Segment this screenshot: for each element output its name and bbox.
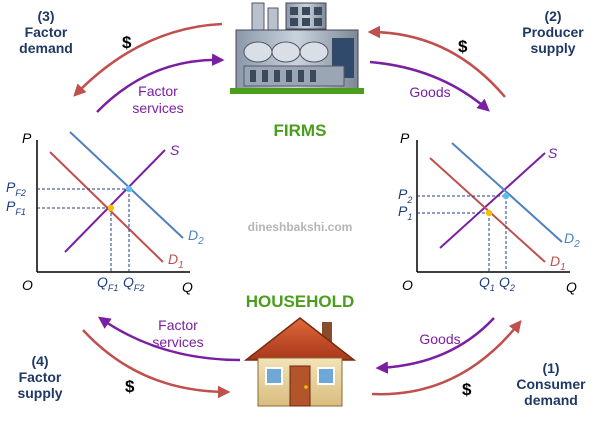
factory-icon xyxy=(230,2,364,94)
left-supply-curve xyxy=(64,149,166,253)
consumer-demand-number: (1) xyxy=(542,360,560,376)
right-origin: O xyxy=(402,277,413,293)
left-d2-label: D2 xyxy=(188,227,204,247)
producer-supply-caption: (2) Producer supply xyxy=(510,8,596,56)
factor-supply-line1: Factor xyxy=(18,369,62,385)
factor-demand-number: (3) xyxy=(37,8,55,24)
money-arrow-bottom-left xyxy=(82,329,231,399)
right-d2-base: D xyxy=(564,230,574,246)
right-d2-sub: 2 xyxy=(573,239,580,250)
right-q2-base: Q xyxy=(499,274,510,290)
left-supply-label: S xyxy=(170,142,180,158)
right-d1-label: D1 xyxy=(550,253,566,273)
watermark: dineshbakshi.com xyxy=(248,220,353,234)
dollar-label-bottom-left: $ xyxy=(125,377,135,396)
left-qf1-base: Q xyxy=(97,274,108,290)
right-p1-base: P xyxy=(398,203,408,219)
consumer-demand-line1: Consumer xyxy=(516,376,586,392)
right-axis-q: Q xyxy=(566,279,577,295)
producer-supply-number: (2) xyxy=(544,8,562,24)
consumer-demand-caption: (1) Consumer demand xyxy=(506,360,596,408)
money-arrow-top-right xyxy=(367,25,506,98)
left-chart: P O Q S D2 D1 PF2 PF1 QF1 QF2 xyxy=(6,130,204,295)
factor-demand-line2: demand xyxy=(19,40,73,56)
right-chart: P O Q S D2 D1 P2 P1 Q1 Q2 xyxy=(398,130,580,295)
right-axis-p: P xyxy=(400,130,410,146)
factor-supply-line2: supply xyxy=(17,385,63,401)
money-arrow-top-left xyxy=(73,22,223,97)
left-axis-q: Q xyxy=(182,279,193,295)
right-p2-base: P xyxy=(398,186,408,202)
right-supply-label: S xyxy=(548,145,558,161)
consumer-demand-line2: demand xyxy=(524,392,578,408)
household-label: HOUSEHOLD xyxy=(246,292,355,311)
dollar-label-top-right: $ xyxy=(458,37,468,56)
left-pf1-sub: F1 xyxy=(15,207,26,217)
left-pf2-label: PF2 xyxy=(6,179,26,198)
goods-arrow-top-right xyxy=(369,60,490,112)
right-p1-sub: 1 xyxy=(407,212,412,222)
right-p2-label: P2 xyxy=(398,186,412,205)
left-demand-curve-2 xyxy=(69,131,184,239)
left-qf2-sub: F2 xyxy=(134,283,145,293)
factor-services-label-top-line1: Factor xyxy=(138,83,178,99)
left-d2-base: D xyxy=(188,227,198,243)
right-supply-curve xyxy=(439,152,546,249)
left-qf2-label: QF2 xyxy=(123,274,144,293)
factor-services-label-top-line2: services xyxy=(132,100,183,116)
left-pf2-base: P xyxy=(6,179,16,195)
right-equilibrium-1 xyxy=(485,209,493,217)
right-q2-label: Q2 xyxy=(499,274,515,293)
right-q1-sub: 1 xyxy=(490,283,495,293)
factor-services-arrow-bottom-left xyxy=(97,316,241,362)
right-d2-label: D2 xyxy=(564,230,580,250)
firms-label: FIRMS xyxy=(274,121,327,140)
right-d1-base: D xyxy=(550,253,560,269)
left-d1-base: D xyxy=(168,251,178,267)
factor-demand-line1: Factor xyxy=(24,24,68,40)
factor-services-arrow-top-left xyxy=(96,53,225,113)
left-equilibrium-1 xyxy=(107,204,115,212)
right-demand-curve-1 xyxy=(429,157,546,263)
left-demand-curve-1 xyxy=(49,151,164,263)
right-p1-label: P1 xyxy=(398,203,412,222)
right-q1-label: Q1 xyxy=(479,274,495,293)
dollar-label-bottom-right: $ xyxy=(462,380,472,399)
factor-supply-caption: (4) Factor supply xyxy=(4,353,76,401)
factor-services-label-bottom-line1: Factor xyxy=(158,317,198,333)
left-pf1-base: P xyxy=(6,198,16,214)
right-demand-curve-2 xyxy=(451,142,563,243)
right-equilibrium-2 xyxy=(502,192,510,200)
left-origin: O xyxy=(22,277,33,293)
right-q1-base: Q xyxy=(479,274,490,290)
right-q2-sub: 2 xyxy=(509,283,515,293)
goods-label-top: Goods xyxy=(409,84,450,100)
left-d1-label: D1 xyxy=(168,251,184,271)
left-axis-p: P xyxy=(22,130,32,146)
goods-arrow-bottom-right xyxy=(375,317,495,374)
left-pf2-sub: F2 xyxy=(15,188,26,198)
left-qf2-base: Q xyxy=(123,274,134,290)
dollar-label-top-left: $ xyxy=(122,33,132,52)
factor-services-label-bottom-line2: services xyxy=(152,334,203,350)
left-equilibrium-2 xyxy=(125,185,133,193)
producer-supply-line1: Producer xyxy=(522,24,584,40)
factor-supply-number: (4) xyxy=(31,353,49,369)
left-pf1-label: PF1 xyxy=(6,198,26,217)
left-d1-sub: 1 xyxy=(178,260,184,271)
house-icon xyxy=(243,317,357,407)
goods-label-bottom: Goods xyxy=(419,331,460,347)
right-p2-sub: 2 xyxy=(406,195,412,205)
right-d1-sub: 1 xyxy=(560,262,566,273)
left-qf1-label: QF1 xyxy=(97,274,118,293)
money-arrow-bottom-right xyxy=(371,320,522,396)
factor-demand-caption: (3) Factor demand xyxy=(6,8,86,56)
left-qf1-sub: F1 xyxy=(108,283,119,293)
producer-supply-line2: supply xyxy=(530,40,576,56)
left-d2-sub: 2 xyxy=(197,236,204,247)
